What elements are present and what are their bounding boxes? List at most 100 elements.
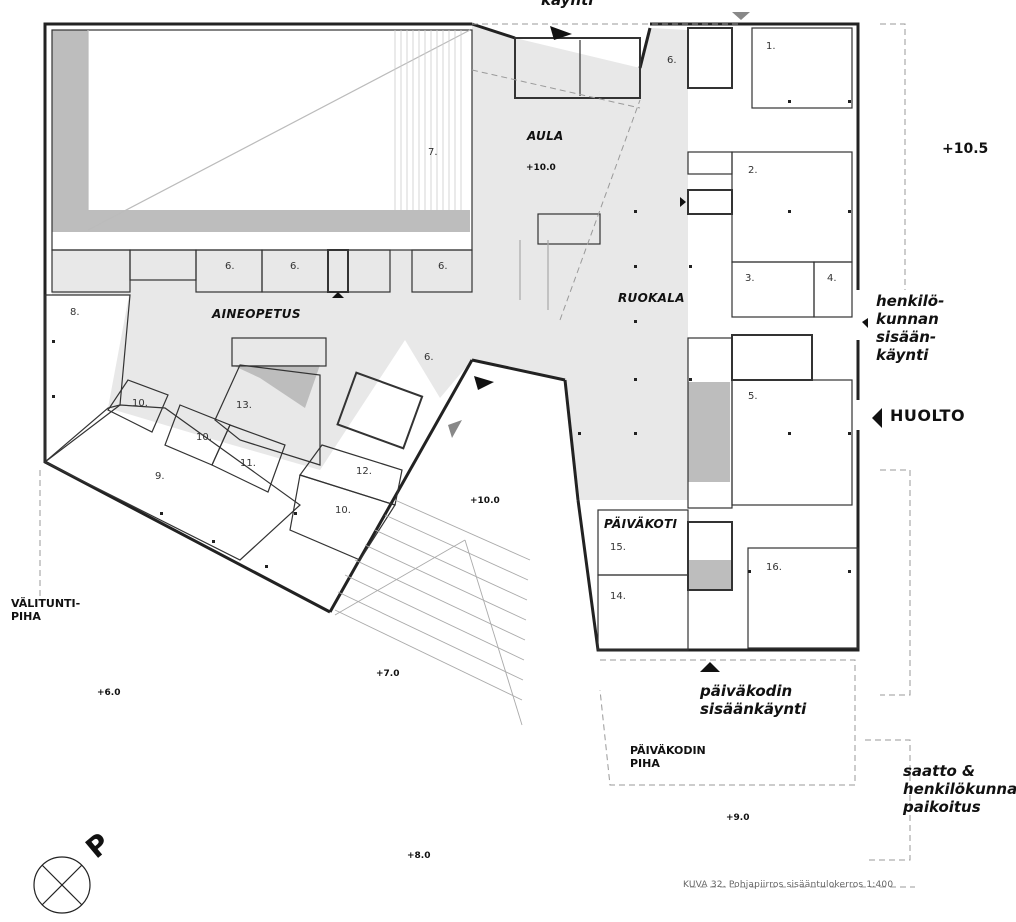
room-4-label: 4. [827, 273, 837, 284]
service-lift-arrow [680, 197, 686, 207]
entrance-staff: henkilö- kunnan sisään- käynti [876, 292, 944, 364]
room-10c-label: 10. [335, 505, 351, 516]
room-11-label: 11. [240, 458, 256, 469]
inner-court-wall [563, 379, 580, 501]
level-court: +10.0 [470, 496, 500, 506]
aula-wall-north2 [638, 27, 652, 69]
aula-dash2 [559, 99, 641, 321]
aula-dash1 [471, 69, 641, 109]
yard-paivakodin-line1: PÄIVÄKODIN [630, 744, 706, 757]
court-wall-north [471, 358, 566, 382]
yard-valitunti-line2: PIHA [11, 610, 41, 623]
north-wall-west [43, 22, 472, 614]
dc-room-14 [597, 574, 689, 651]
entrance-staff-line4: käynti [876, 346, 929, 364]
yard-valitunti: VÄLITUNTI- PIHA [11, 597, 80, 623]
east-wall-bottom [576, 430, 860, 652]
huolto-arrow [872, 408, 882, 428]
room-7-label: 7. [428, 147, 438, 158]
room-2-label: 2. [748, 165, 758, 176]
room-9-label: 9. [155, 471, 165, 482]
room-13-label: 13. [236, 400, 252, 411]
daycare-arrow [700, 662, 720, 672]
room-3-box [731, 261, 815, 318]
entrance-daycare-line2: sisäänkäynti [700, 700, 807, 718]
parking-lot-3 [865, 739, 911, 861]
north-stair-box [687, 27, 733, 89]
stairwell-fill [688, 560, 732, 590]
ruokala-shade [688, 382, 730, 482]
room-6c-label: 6. [438, 261, 448, 272]
top-entrance-arrow [550, 26, 572, 40]
staff-entry-arrow [862, 318, 868, 328]
outer-walls [43, 22, 860, 652]
room-3-label: 3. [745, 273, 755, 284]
corridor-arrow [332, 292, 344, 298]
level-aula: +10.0 [526, 163, 556, 173]
entrance-top-label: käynti [541, 0, 594, 9]
outdoor-stairs [334, 499, 531, 726]
entrance-huolto: HUOLTO [890, 406, 966, 425]
wc-box [347, 249, 391, 293]
entrance-staff-line2: kunnan [876, 310, 939, 328]
vestibule-box [514, 37, 641, 99]
room-9-box [43, 404, 301, 561]
common-floor-areas [52, 24, 688, 500]
room-10b-label: 10. [196, 432, 212, 443]
level-eight: +8.0 [407, 851, 431, 861]
hall-left-shade [52, 30, 88, 230]
entrance-staff-line1: henkilö- [876, 292, 945, 310]
room-5-label: 5. [748, 391, 758, 402]
label-ruokala: RUOKALA [618, 291, 685, 305]
court-arrow [474, 376, 494, 390]
hall-diagonal [87, 29, 471, 231]
staircase-12 [336, 371, 424, 450]
yard-paivakodin-line2: PIHA [630, 757, 660, 770]
room-13-box [214, 364, 321, 466]
room-6-top-label: 6. [667, 55, 677, 66]
dashed-lines [39, 23, 915, 888]
stair-13 [231, 337, 327, 367]
room-6d-label: 6. [424, 352, 434, 363]
room-10a-label: 10. [132, 398, 148, 409]
aula-stair [537, 213, 601, 245]
north-wall-east [650, 22, 860, 290]
level-nine: +9.0 [726, 813, 750, 823]
aula-wall-north [471, 22, 516, 40]
dc-room-16 [747, 547, 859, 649]
entrance-parking-line3: paikoitus [903, 798, 981, 816]
bleacher-lines [394, 30, 462, 210]
room-8-box [44, 294, 131, 464]
service-box [687, 151, 733, 175]
room-15-label: 15. [610, 542, 626, 553]
entrance-staff-line3: sisään- [876, 328, 937, 346]
room-1-box [751, 27, 853, 109]
stair-shade [232, 365, 320, 408]
dc-core [687, 521, 733, 591]
room-4-box [813, 261, 853, 318]
room-1-label: 1. [766, 41, 776, 52]
entrance-parking: saatto & henkilökunnan paikoitus [903, 762, 1016, 816]
label-aula: AULA [527, 129, 564, 143]
column-dots [52, 100, 851, 573]
hall-bottom-shade [52, 210, 470, 232]
room-11-box [211, 424, 286, 493]
level-seven: +7.0 [376, 669, 400, 679]
room-12-box [299, 444, 403, 506]
yard-paivakodin: PÄIVÄKODIN PIHA [630, 744, 706, 770]
room-14-label: 14. [610, 591, 626, 602]
east-strip [687, 337, 733, 509]
inner-walls [43, 27, 859, 651]
entrance-daycare-line1: päiväkodin [700, 682, 793, 700]
shaded-areas [52, 30, 732, 590]
level-east: +10.5 [942, 141, 989, 157]
wing-wall-east [328, 359, 474, 613]
top-marker-arrow [732, 12, 750, 20]
parking-lot-1 [880, 23, 906, 290]
room-10a-box [107, 379, 169, 433]
room-6a-label: 6. [225, 261, 235, 272]
level-six: +6.0 [97, 688, 121, 698]
room-8-label: 8. [70, 307, 80, 318]
north-compass [33, 856, 91, 914]
entrance-parking-line2: henkilökunnan [903, 780, 1016, 798]
